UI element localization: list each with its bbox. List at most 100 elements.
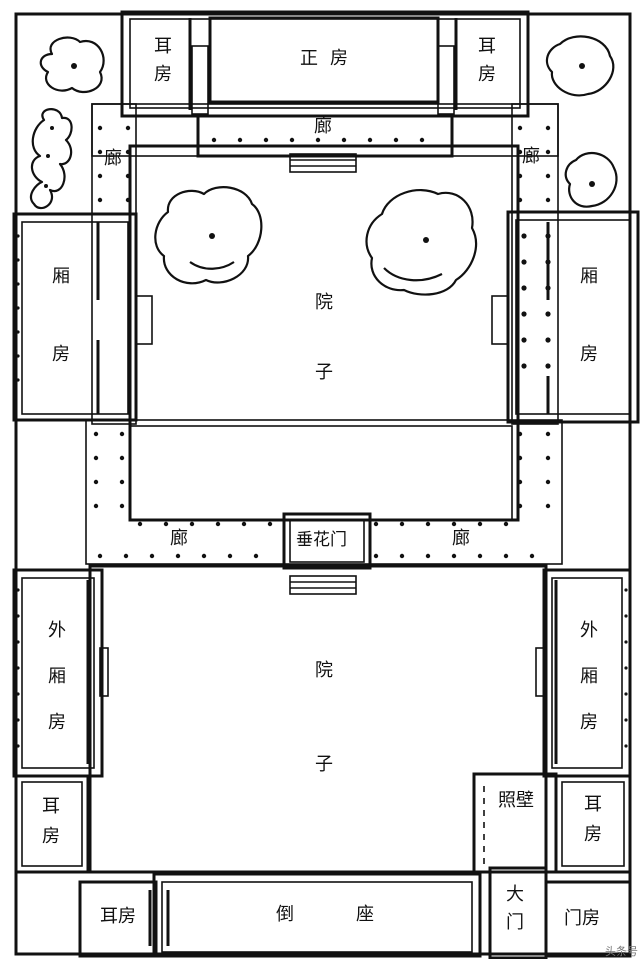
column-dot bbox=[16, 588, 20, 592]
column-dot bbox=[545, 311, 551, 317]
column-dot bbox=[16, 258, 20, 262]
label-corridor-right: 廊 bbox=[522, 146, 540, 167]
column-dot bbox=[16, 330, 20, 334]
column-dot bbox=[125, 197, 131, 203]
column-dot bbox=[545, 125, 551, 131]
column-dot bbox=[545, 149, 551, 155]
column-dot bbox=[517, 125, 523, 131]
outer-wing-right-door bbox=[535, 647, 545, 697]
wing-room-left-inner bbox=[21, 221, 129, 415]
tree-right-small bbox=[564, 151, 618, 208]
column-dot bbox=[521, 311, 527, 317]
outer-wing-left-inner bbox=[21, 577, 95, 769]
column-dot bbox=[123, 553, 129, 559]
ear-room-mid-right-inner bbox=[561, 781, 625, 867]
column-dot bbox=[119, 479, 125, 485]
label-corridor-bottom-right: 廊 bbox=[452, 528, 470, 549]
column-dot bbox=[97, 125, 103, 131]
tree-court-right bbox=[365, 189, 477, 296]
column-dot bbox=[201, 553, 207, 559]
column-dot bbox=[163, 521, 169, 527]
column-dot bbox=[545, 363, 551, 369]
column-dot bbox=[253, 553, 259, 559]
corridor-right-outline bbox=[511, 103, 559, 425]
tree-top-left bbox=[39, 36, 105, 94]
column-dot bbox=[125, 125, 131, 131]
corridor-lower-inner bbox=[129, 425, 513, 521]
label-main-gate: 大门 bbox=[503, 884, 524, 940]
column-dot bbox=[545, 503, 551, 509]
screen-wall-area bbox=[472, 772, 558, 874]
column-dot bbox=[16, 640, 20, 644]
column-dot bbox=[545, 259, 551, 265]
column-dot bbox=[289, 137, 295, 143]
column-dot bbox=[477, 521, 483, 527]
column-dot bbox=[263, 137, 269, 143]
column-dot bbox=[237, 137, 243, 143]
column-dot bbox=[545, 455, 551, 461]
column-dot bbox=[517, 431, 523, 437]
column-dot bbox=[624, 718, 628, 722]
tree-court-left bbox=[154, 186, 263, 285]
column-dot bbox=[125, 173, 131, 179]
column-dot bbox=[521, 363, 527, 369]
column-dot bbox=[545, 285, 551, 291]
column-dot bbox=[97, 149, 103, 155]
column-dot bbox=[93, 431, 99, 437]
column-dot bbox=[137, 521, 143, 527]
column-dot bbox=[215, 521, 221, 527]
gate-steps bbox=[289, 575, 357, 595]
label-main-house: 正房 bbox=[300, 48, 360, 69]
column-dot bbox=[425, 521, 431, 527]
column-dot bbox=[16, 378, 20, 382]
label-corridor-left: 廊 bbox=[104, 148, 122, 169]
column-dot bbox=[521, 337, 527, 343]
hanging-flower-gate-outline bbox=[282, 512, 372, 570]
column-dot bbox=[97, 553, 103, 559]
ear-room-mid-left-outline bbox=[14, 774, 90, 874]
column-dot bbox=[545, 233, 551, 239]
column-dot bbox=[175, 553, 181, 559]
column-dot bbox=[545, 431, 551, 437]
column-dot bbox=[149, 553, 155, 559]
label-courtyard-inner: 院子 bbox=[312, 292, 333, 432]
column-dot bbox=[545, 197, 551, 203]
label-wing-room-left: 厢房 bbox=[49, 266, 70, 422]
label-ear-room-bottom-left: 耳房 bbox=[100, 906, 136, 927]
label-ear-room-top-right: 耳房 bbox=[475, 36, 496, 92]
outer-wing-left-door bbox=[99, 647, 109, 697]
column-dot bbox=[315, 137, 321, 143]
column-dot bbox=[624, 640, 628, 644]
column-dot bbox=[521, 233, 527, 239]
label-outer-wing-left: 外厢房 bbox=[45, 620, 66, 758]
column-dot bbox=[517, 197, 523, 203]
column-dot bbox=[93, 503, 99, 509]
reverse-house-inner bbox=[161, 881, 473, 953]
column-dot bbox=[419, 137, 425, 143]
column-dot bbox=[399, 553, 405, 559]
column-dot bbox=[517, 173, 523, 179]
label-ear-room-top-left: 耳房 bbox=[151, 36, 172, 92]
label-corridor-bottom-left: 廊 bbox=[170, 528, 188, 549]
gate-room-outline bbox=[544, 880, 632, 958]
column-dot bbox=[521, 259, 527, 265]
column-dot bbox=[16, 282, 20, 286]
column-dot bbox=[517, 479, 523, 485]
column-dot bbox=[529, 553, 535, 559]
outer-wall bbox=[14, 12, 632, 956]
column-dot bbox=[477, 553, 483, 559]
ear-room-mid-left-inner bbox=[21, 781, 83, 867]
corridor-top-inner bbox=[196, 114, 454, 158]
wing-left-steps bbox=[135, 295, 153, 345]
wing-room-left-outline bbox=[12, 212, 138, 422]
outer-courtyard-outline bbox=[88, 564, 548, 874]
column-dot bbox=[624, 692, 628, 696]
column-dot bbox=[93, 479, 99, 485]
column-dot bbox=[367, 137, 373, 143]
column-dot bbox=[16, 234, 20, 238]
column-dot bbox=[503, 553, 509, 559]
column-dot bbox=[119, 455, 125, 461]
label-reverse-house: 倒座 bbox=[276, 904, 436, 925]
column-dot bbox=[97, 173, 103, 179]
column-dot bbox=[97, 197, 103, 203]
